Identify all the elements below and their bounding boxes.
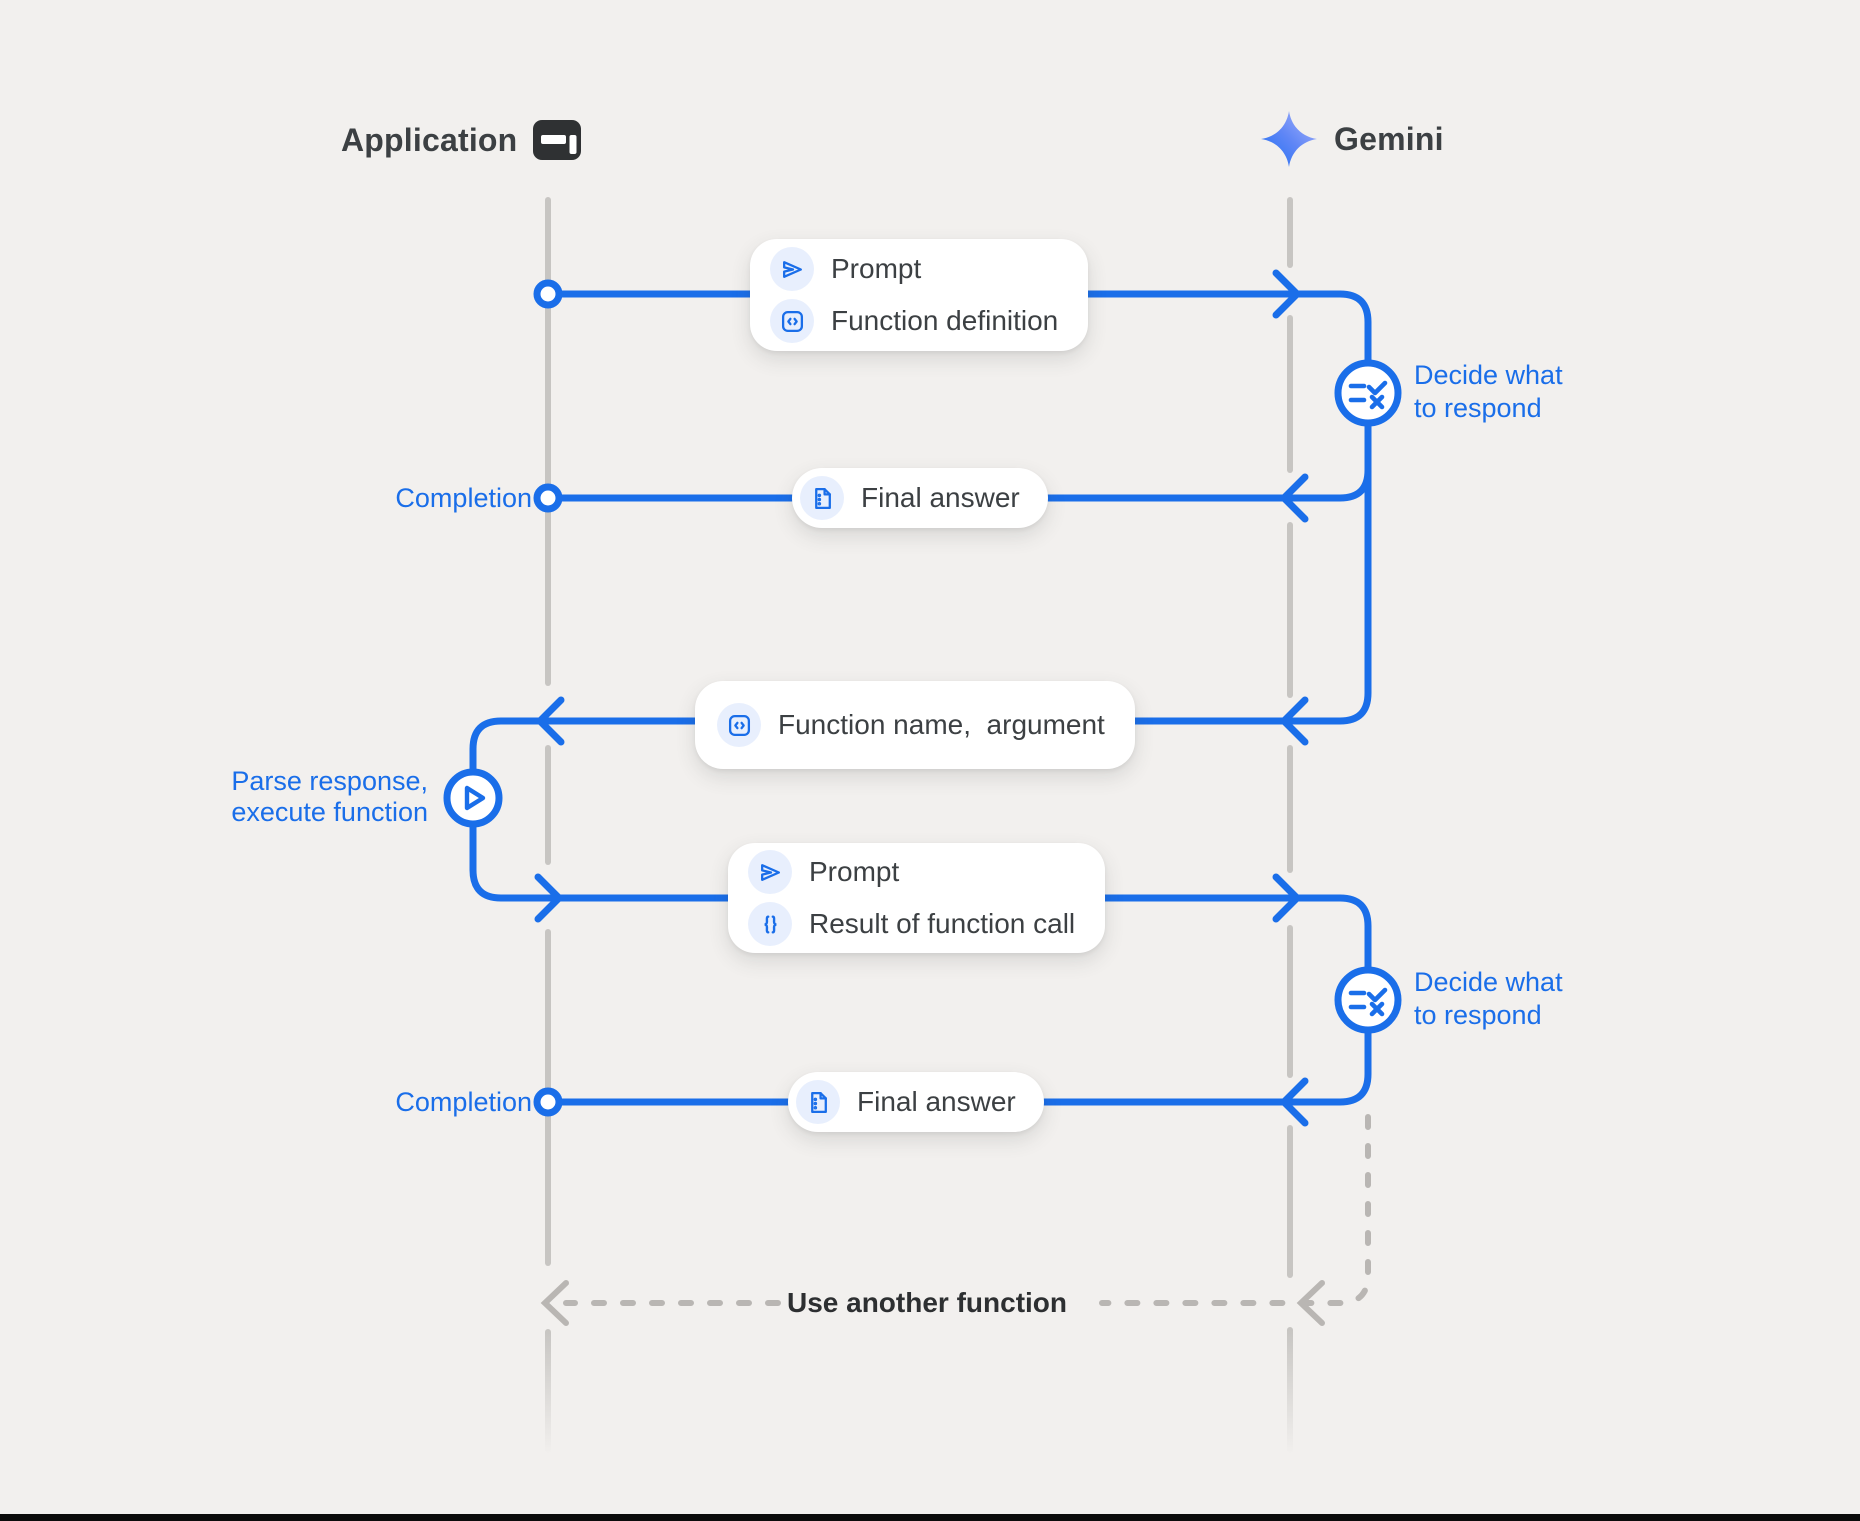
decide-label-line: Decide what bbox=[1414, 967, 1563, 997]
decide-label-line: to respond bbox=[1414, 393, 1542, 423]
decision-rule-icon bbox=[1348, 380, 1388, 410]
endpoint-rings bbox=[533, 279, 563, 1117]
message-label: Prompt bbox=[809, 856, 900, 887]
application-label: Application bbox=[341, 121, 518, 158]
decide-node-2 bbox=[1334, 966, 1402, 1034]
arrowhead-left-icon bbox=[1280, 696, 1309, 746]
application-actor: Application bbox=[341, 112, 582, 168]
message-final-answer-1: Final answer bbox=[792, 468, 1048, 528]
arrowhead-right-icon bbox=[1272, 873, 1301, 923]
arrowhead-left-icon bbox=[1280, 473, 1309, 523]
use-another-function-arrow bbox=[540, 1114, 1371, 1326]
message-label: Function name, argument bbox=[778, 709, 1105, 740]
message-label: Prompt bbox=[831, 253, 922, 284]
completion-ring-1 bbox=[533, 483, 563, 513]
send-icon bbox=[748, 850, 792, 894]
decide-node-1 bbox=[1334, 359, 1402, 427]
braces-icon bbox=[748, 902, 792, 946]
parse-execute-label: Parse response, execute function bbox=[231, 766, 428, 828]
message-label: Function definition bbox=[831, 305, 1059, 336]
decide-label-1: Decide what to respond bbox=[1414, 359, 1563, 425]
message-row: Function definition bbox=[770, 299, 1058, 343]
message-row: Prompt bbox=[748, 850, 1075, 894]
arrowhead-right-icon bbox=[534, 873, 563, 923]
arrowhead-left-icon bbox=[1280, 1077, 1309, 1127]
gemini-label: Gemini bbox=[1334, 120, 1444, 157]
start-ring bbox=[533, 279, 563, 309]
message-label: Final answer bbox=[861, 482, 1020, 513]
browser-window-icon bbox=[533, 120, 582, 160]
arrowhead-right-icon bbox=[1272, 269, 1301, 319]
decision-rule-icon bbox=[1348, 987, 1388, 1017]
completion-label-2: Completion bbox=[395, 1087, 532, 1117]
play-icon bbox=[464, 785, 486, 811]
gemini-sparkle-icon bbox=[1261, 111, 1317, 167]
parse-label-line: Parse response, bbox=[231, 766, 428, 796]
message-label: Result of function call bbox=[809, 908, 1076, 939]
decide-label-2: Decide what to respond bbox=[1414, 966, 1563, 1032]
message-row: Result of function call bbox=[748, 902, 1075, 946]
final-answer-1-branch bbox=[544, 466, 1372, 502]
execute-node bbox=[443, 768, 503, 828]
bottom-edge-bar bbox=[0, 1514, 1860, 1521]
code-block-icon bbox=[770, 299, 814, 343]
use-another-function-label: Use another function bbox=[786, 1287, 1067, 1318]
message-row: Prompt bbox=[770, 247, 1058, 291]
document-icon bbox=[796, 1080, 840, 1124]
message-prompt-function-definition: Prompt Function definition bbox=[750, 239, 1089, 351]
message-final-answer-2: Final answer bbox=[788, 1072, 1044, 1132]
decide-label-line: Decide what bbox=[1414, 360, 1563, 390]
message-label: Final answer bbox=[857, 1086, 1016, 1117]
arrowhead-left-icon bbox=[536, 696, 565, 746]
message-function-name-argument: Function name, argument bbox=[695, 681, 1135, 769]
send-icon bbox=[770, 247, 814, 291]
completion-ring-2 bbox=[533, 1087, 563, 1117]
completion-label-1: Completion bbox=[395, 483, 532, 513]
gemini-actor: Gemini bbox=[1260, 108, 1444, 170]
message-prompt-result: Prompt Result of function call bbox=[728, 843, 1106, 953]
decide-label-line: to respond bbox=[1414, 1000, 1542, 1030]
parse-label-line: execute function bbox=[231, 797, 428, 827]
arrowhead-left-icon bbox=[540, 1280, 569, 1326]
arrowhead-left-icon bbox=[1296, 1280, 1325, 1326]
document-icon bbox=[800, 476, 844, 520]
code-block-icon bbox=[717, 703, 761, 747]
